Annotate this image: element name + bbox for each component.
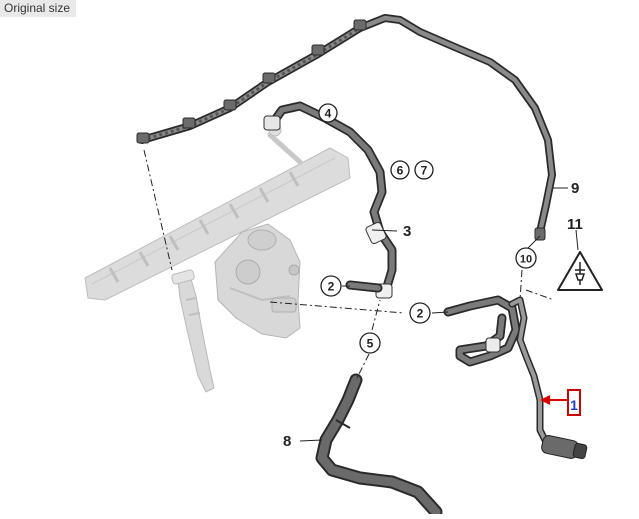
original-size-link[interactable]: Original size	[0, 0, 77, 17]
short-pipe-left	[345, 280, 383, 293]
electrical-warning-triangle-icon	[557, 251, 603, 291]
leak-off-line	[136, 14, 556, 241]
callout-5[interactable]: 5	[359, 332, 381, 354]
high-pressure-pump	[214, 223, 301, 339]
callout-10[interactable]: 10	[515, 247, 537, 269]
callout-2-left[interactable]: 2	[320, 275, 342, 297]
callout-7[interactable]: 7	[414, 160, 434, 180]
callout-4[interactable]: 4	[318, 103, 338, 123]
callout-10-label: 10	[520, 254, 532, 266]
callout-2-right-label: 2	[417, 307, 424, 321]
highlight-box	[567, 389, 581, 416]
part-label-1-highlighted[interactable]: 1	[570, 397, 578, 413]
fuel-injector	[171, 269, 215, 393]
return-pipe-assembly	[443, 295, 588, 460]
callout-5-label: 5	[367, 337, 374, 351]
highlight-arrow	[540, 395, 568, 405]
callout-2-right[interactable]: 2	[409, 302, 431, 324]
callout-6[interactable]: 6	[390, 160, 410, 180]
feed-hose-upper	[263, 101, 397, 299]
callout-7-label: 7	[421, 164, 428, 178]
callout-6-label: 6	[397, 164, 404, 178]
callout-4-label: 4	[325, 107, 332, 121]
lower-hose	[315, 373, 443, 519]
fuel-rail	[84, 123, 351, 301]
part-label-8[interactable]: 8	[283, 433, 291, 450]
leader-lines	[143, 111, 579, 442]
callout-2-left-label: 2	[328, 280, 335, 294]
part-label-3[interactable]: 3	[403, 223, 411, 240]
part-label-9[interactable]: 9	[571, 180, 579, 197]
part-label-11[interactable]: 11	[567, 216, 583, 233]
